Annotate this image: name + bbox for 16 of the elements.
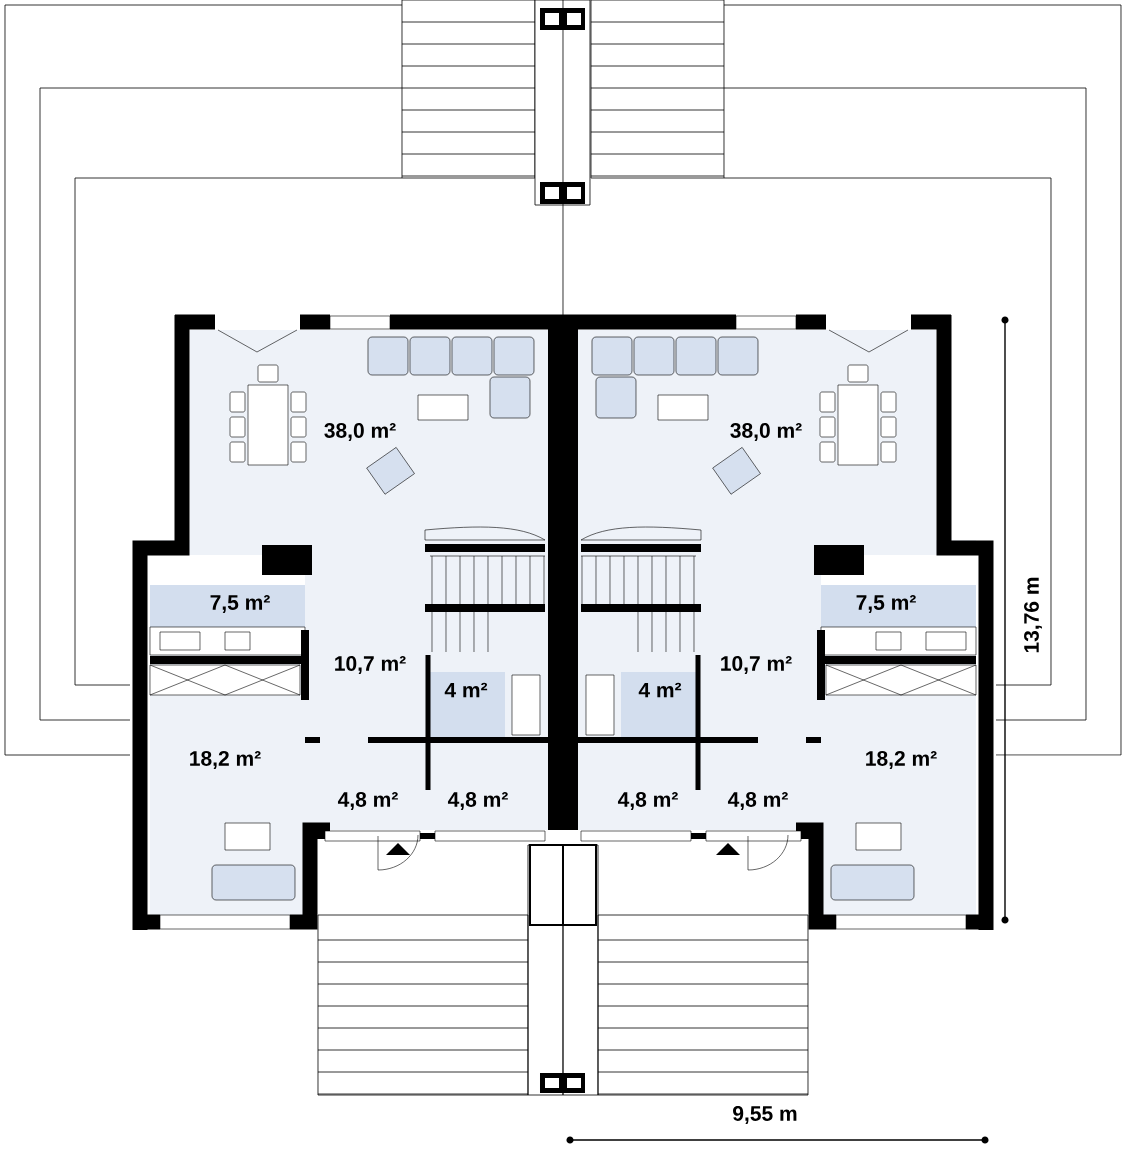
area-label: 4,8 m² [447,792,508,810]
area-label: 4 m² [444,682,488,698]
area-label: 4,8 m² [337,792,398,810]
area-label: 38,0 m² [730,423,802,441]
area-label: 4 m² [638,682,682,698]
area-label: 4,8 m² [727,792,788,810]
area-label: 7,5 m² [210,595,270,613]
area-label: 18,2 m² [190,751,261,769]
area-label: 10,7 m² [335,656,406,674]
dimension-label: 9,55 m [733,1106,797,1124]
area-label: 18,2 m² [866,751,937,769]
area-label: 4,8 m² [617,792,678,810]
area-label: 10,7 m² [721,656,792,674]
dimension-label: 13,76 m [1024,577,1042,653]
area-label: 38,0 m² [324,423,396,441]
area-label: 7,5 m² [856,595,916,613]
